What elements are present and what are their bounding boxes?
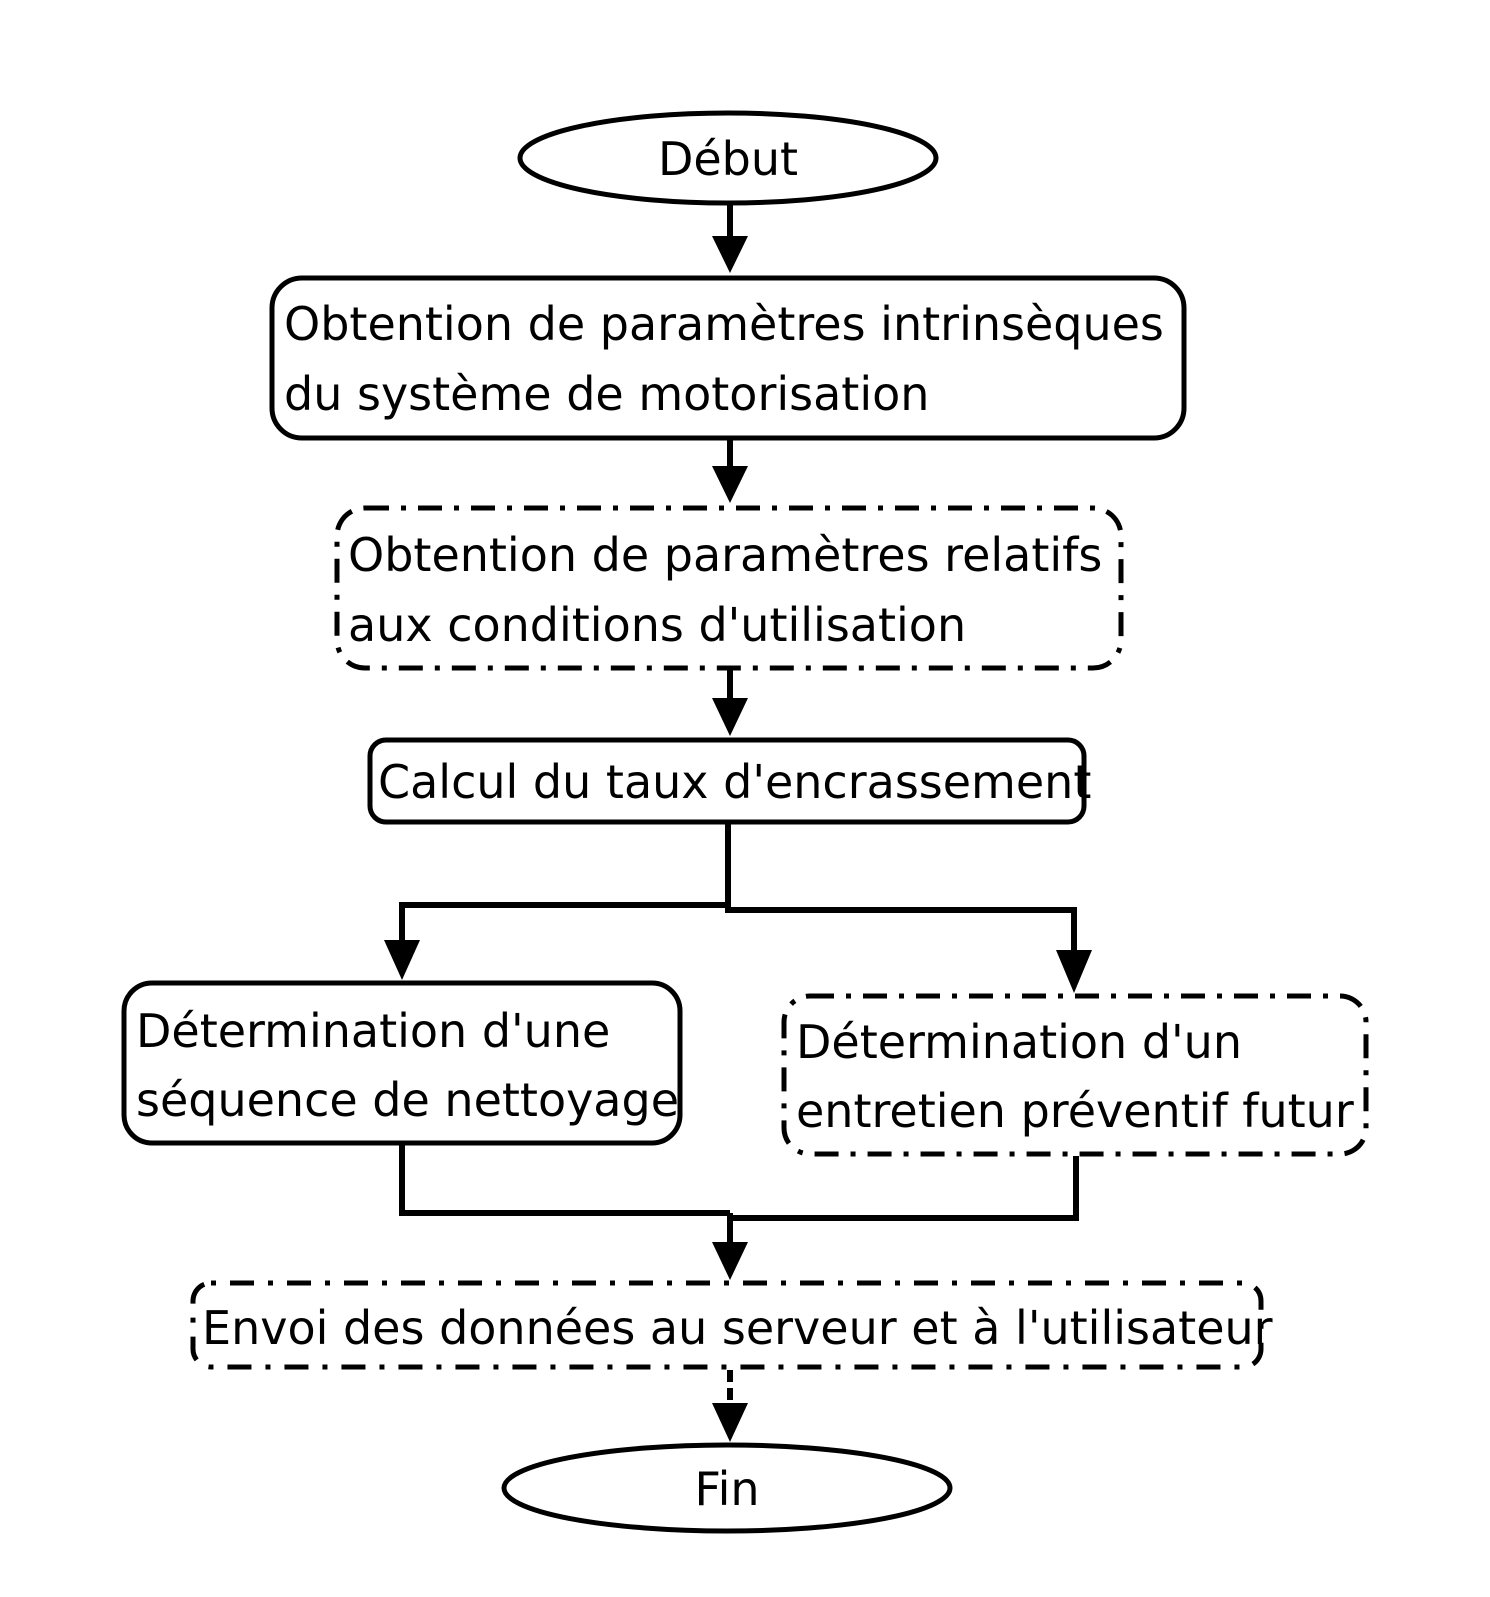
step1-line1: Obtention de paramètres intrinsèques <box>284 297 1164 351</box>
arrow-step1-to-step2 <box>712 440 748 503</box>
arrow-step5-to-end <box>712 1370 748 1442</box>
step-intrinsic-parameters: Obtention de paramètres intrinsèques du … <box>272 278 1184 438</box>
arrow-start-to-step1 <box>712 204 748 273</box>
end-node: Fin <box>504 1445 950 1531</box>
step4-left-line1: Détermination d'une <box>136 1004 610 1058</box>
step4-right-line1: Détermination d'un <box>796 1015 1242 1069</box>
start-node: Début <box>520 113 936 203</box>
step-cleaning-sequence: Détermination d'une séquence de nettoyag… <box>124 983 680 1143</box>
step5-label: Envoi des données au serveur et à l'util… <box>202 1301 1273 1355</box>
step4-right-line2: entretien préventif futur <box>796 1084 1354 1138</box>
step2-line2: aux conditions d'utilisation <box>348 598 966 652</box>
step4-left-line2: séquence de nettoyage <box>136 1073 679 1127</box>
step-preventive-maintenance: Détermination d'un entretien préventif f… <box>784 996 1366 1154</box>
step-send-data: Envoi des données au serveur et à l'util… <box>193 1283 1273 1367</box>
step-fouling-rate: Calcul du taux d'encrassement <box>370 740 1091 822</box>
start-label: Début <box>658 132 798 186</box>
step-usage-parameters: Obtention de paramètres relatifs aux con… <box>337 508 1121 668</box>
step1-line2: du système de motorisation <box>284 367 929 421</box>
step2-line1: Obtention de paramètres relatifs <box>348 528 1102 582</box>
arrow-step2-to-step3 <box>712 670 748 736</box>
merge-connector <box>402 1145 1076 1280</box>
end-label: Fin <box>694 1462 759 1516</box>
branch-connector <box>384 824 1092 993</box>
step3-label: Calcul du taux d'encrassement <box>378 755 1091 809</box>
